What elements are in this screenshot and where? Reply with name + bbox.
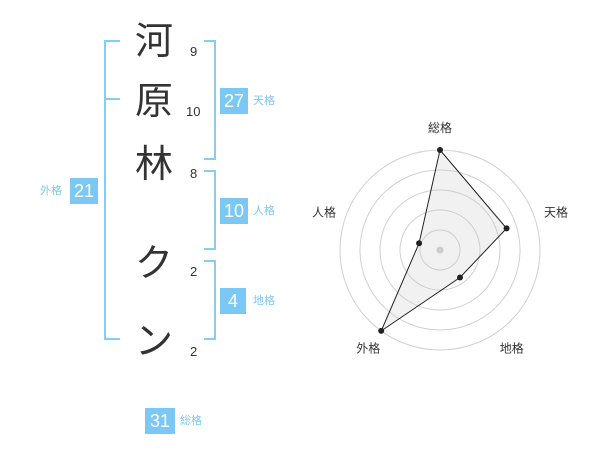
soukaku-label: 総格 xyxy=(180,414,202,427)
radar-point-1 xyxy=(437,147,443,153)
name-char-1: 河 xyxy=(134,19,173,63)
chikaku-label: 地格 xyxy=(253,294,275,307)
stroke-count-4: 2 xyxy=(190,264,198,279)
tenkaku-bracket-bottom xyxy=(204,158,216,160)
radar-point-5 xyxy=(416,240,423,247)
radar-point-3 xyxy=(456,274,463,281)
tenkaku-label: 天格 xyxy=(253,94,275,107)
stroke-count-3: 8 xyxy=(190,166,198,181)
gaikaku-label: 外格 xyxy=(40,184,62,197)
name-char-4: ク xyxy=(134,241,173,285)
radar-points xyxy=(378,147,510,334)
radar-ring-2 xyxy=(399,209,481,291)
name-char-5: ン xyxy=(134,319,173,363)
radar-point-4 xyxy=(378,327,385,334)
radar-axis-label-1: 総格 xyxy=(428,120,452,135)
radar-axis-label-5: 人格 xyxy=(312,204,336,219)
gaikaku-bracket-mid xyxy=(104,98,120,100)
gaikaku-bracket-vertical xyxy=(104,40,106,340)
stroke-count-1: 9 xyxy=(190,44,198,59)
name-char-3: 林 xyxy=(134,142,173,186)
tenkaku-bracket-vertical xyxy=(214,40,216,160)
chikaku-badge: 4 xyxy=(220,288,246,314)
tenkaku-badge: 27 xyxy=(220,88,248,114)
radar-ring-4 xyxy=(359,169,521,331)
name-char-2: 原 xyxy=(134,79,173,123)
tenkaku-bracket-top xyxy=(204,40,216,42)
radar-axis-label-2: 天格 xyxy=(544,204,568,219)
gaikaku-badge: 21 xyxy=(70,178,98,204)
radar-ring-3 xyxy=(379,189,501,311)
gaikaku-bracket-top xyxy=(104,40,120,42)
radar-axis-label-4: 外格 xyxy=(356,341,380,356)
soukaku-badge: 31 xyxy=(145,408,175,434)
gaikaku-bracket-bottom xyxy=(104,338,120,340)
jinkaku-badge: 10 xyxy=(220,198,248,224)
stroke-count-2: 10 xyxy=(186,104,201,119)
radar-axis-label-3: 地格 xyxy=(500,341,524,356)
jinkaku-bracket-bottom xyxy=(204,248,216,250)
stroke-count-5: 2 xyxy=(190,344,198,359)
radar-ring-1 xyxy=(419,229,461,271)
radar-center-dot xyxy=(436,246,444,254)
chikaku-bracket-vertical xyxy=(214,260,216,340)
jinkaku-bracket-top xyxy=(204,170,216,172)
jinkaku-label: 人格 xyxy=(253,204,275,217)
radar-polygon xyxy=(380,148,508,333)
jinkaku-bracket-vertical xyxy=(214,170,216,250)
chikaku-bracket-bottom xyxy=(204,338,216,340)
radar-point-2 xyxy=(503,225,510,232)
chikaku-bracket-top xyxy=(204,260,216,262)
